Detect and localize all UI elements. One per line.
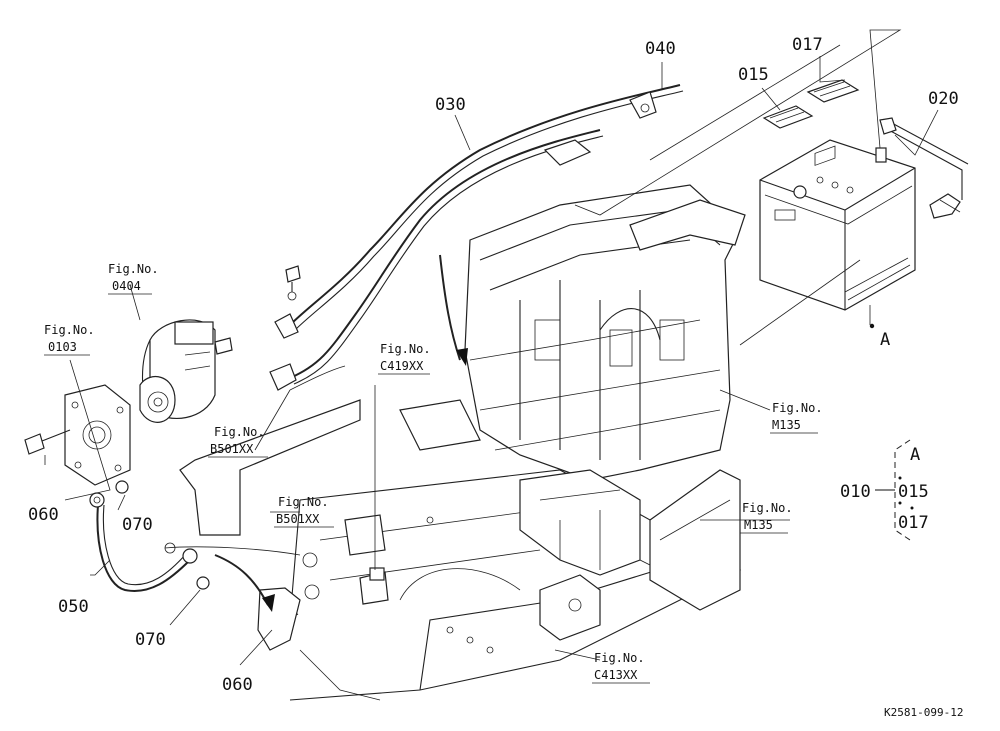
label-040: 040 xyxy=(645,39,676,59)
svg-text:Fig.No.: Fig.No. xyxy=(214,425,265,439)
assembly-arrows xyxy=(214,254,468,612)
bolt-060-left xyxy=(24,429,71,455)
label-015-top: 015 xyxy=(738,65,769,85)
marker-a-label: A xyxy=(880,330,890,350)
drawing-code: K2581-099-12 xyxy=(884,706,963,719)
frame-chassis xyxy=(289,469,742,701)
kit-header-a: A xyxy=(910,445,920,465)
svg-text:Fig.No.: Fig.No. xyxy=(44,323,95,337)
label-050: 050 xyxy=(58,597,89,617)
label-017-top: 017 xyxy=(792,35,823,55)
ground-wire xyxy=(289,365,346,391)
label-070-lower: 070 xyxy=(135,630,166,650)
svg-text:Fig.No.: Fig.No. xyxy=(594,651,645,665)
svg-text:Fig.No.: Fig.No. xyxy=(380,342,431,356)
starter-motor xyxy=(139,319,233,423)
battery xyxy=(759,139,916,311)
rubber-mount xyxy=(344,514,389,605)
label-030: 030 xyxy=(435,95,466,115)
bracket-plate xyxy=(179,399,361,536)
label-010: 010 xyxy=(840,482,871,502)
svg-text:Fig.No.: Fig.No. xyxy=(742,501,793,515)
svg-text:0404: 0404 xyxy=(112,279,141,293)
svg-text:Fig.No.: Fig.No. xyxy=(772,401,823,415)
battery-stickers xyxy=(762,79,860,129)
fig-ref-m135-upper: Fig.No. M135 xyxy=(770,401,823,434)
mount-plate xyxy=(64,384,131,486)
washer-070-lower xyxy=(196,576,210,590)
fig-ref-b501xx-upper: Fig.No. B501XX xyxy=(208,425,268,458)
cable-050 xyxy=(89,492,198,592)
svg-text:M135: M135 xyxy=(744,518,773,532)
label-015-kit: 015 xyxy=(898,482,929,502)
svg-text:Fig.No.: Fig.No. xyxy=(108,262,159,276)
label-017-kit: 017 xyxy=(898,513,929,533)
svg-text:B501XX: B501XX xyxy=(276,512,320,526)
svg-text:C419XX: C419XX xyxy=(380,359,424,373)
part-labels: 040 017 015 020 030 060 070 050 070 060 … xyxy=(28,35,959,695)
fig-ref-0404: Fig.No. 0404 xyxy=(108,262,159,295)
svg-text:Fig.No.: Fig.No. xyxy=(278,495,329,509)
label-060-right: 060 xyxy=(222,675,253,695)
svg-text:C413XX: C413XX xyxy=(594,668,638,682)
fig-ref-b501xx-lower: Fig.No. B501XX xyxy=(274,495,334,528)
lower-washer xyxy=(164,542,176,554)
fig-ref-0103: Fig.No. 0103 xyxy=(44,323,95,356)
fig-ref-c413xx: Fig.No. C413XX xyxy=(592,651,650,684)
label-020: 020 xyxy=(928,89,959,109)
marker-a-dot xyxy=(869,323,875,329)
label-060-left: 060 xyxy=(28,505,59,525)
fig-ref-m135-lower: Fig.No. M135 xyxy=(740,501,793,534)
figure-references: Fig.No. 0404 Fig.No. 0103 Fig.No. C419XX… xyxy=(44,262,823,684)
svg-text:M135: M135 xyxy=(772,418,801,432)
cable-040 xyxy=(274,84,684,339)
lower-wire xyxy=(164,546,301,556)
battery-holder xyxy=(879,117,969,219)
svg-text:0103: 0103 xyxy=(48,340,77,354)
label-070-upper: 070 xyxy=(122,515,153,535)
fig-ref-c419xx: Fig.No. C419XX xyxy=(378,342,431,375)
screw-top xyxy=(285,265,301,301)
cable-030 xyxy=(269,129,604,391)
kit-bracket xyxy=(875,439,914,541)
washer-070-upper xyxy=(115,480,129,494)
leader-lines xyxy=(44,29,939,666)
svg-text:B501XX: B501XX xyxy=(210,442,254,456)
battery-support-frame xyxy=(399,184,746,576)
